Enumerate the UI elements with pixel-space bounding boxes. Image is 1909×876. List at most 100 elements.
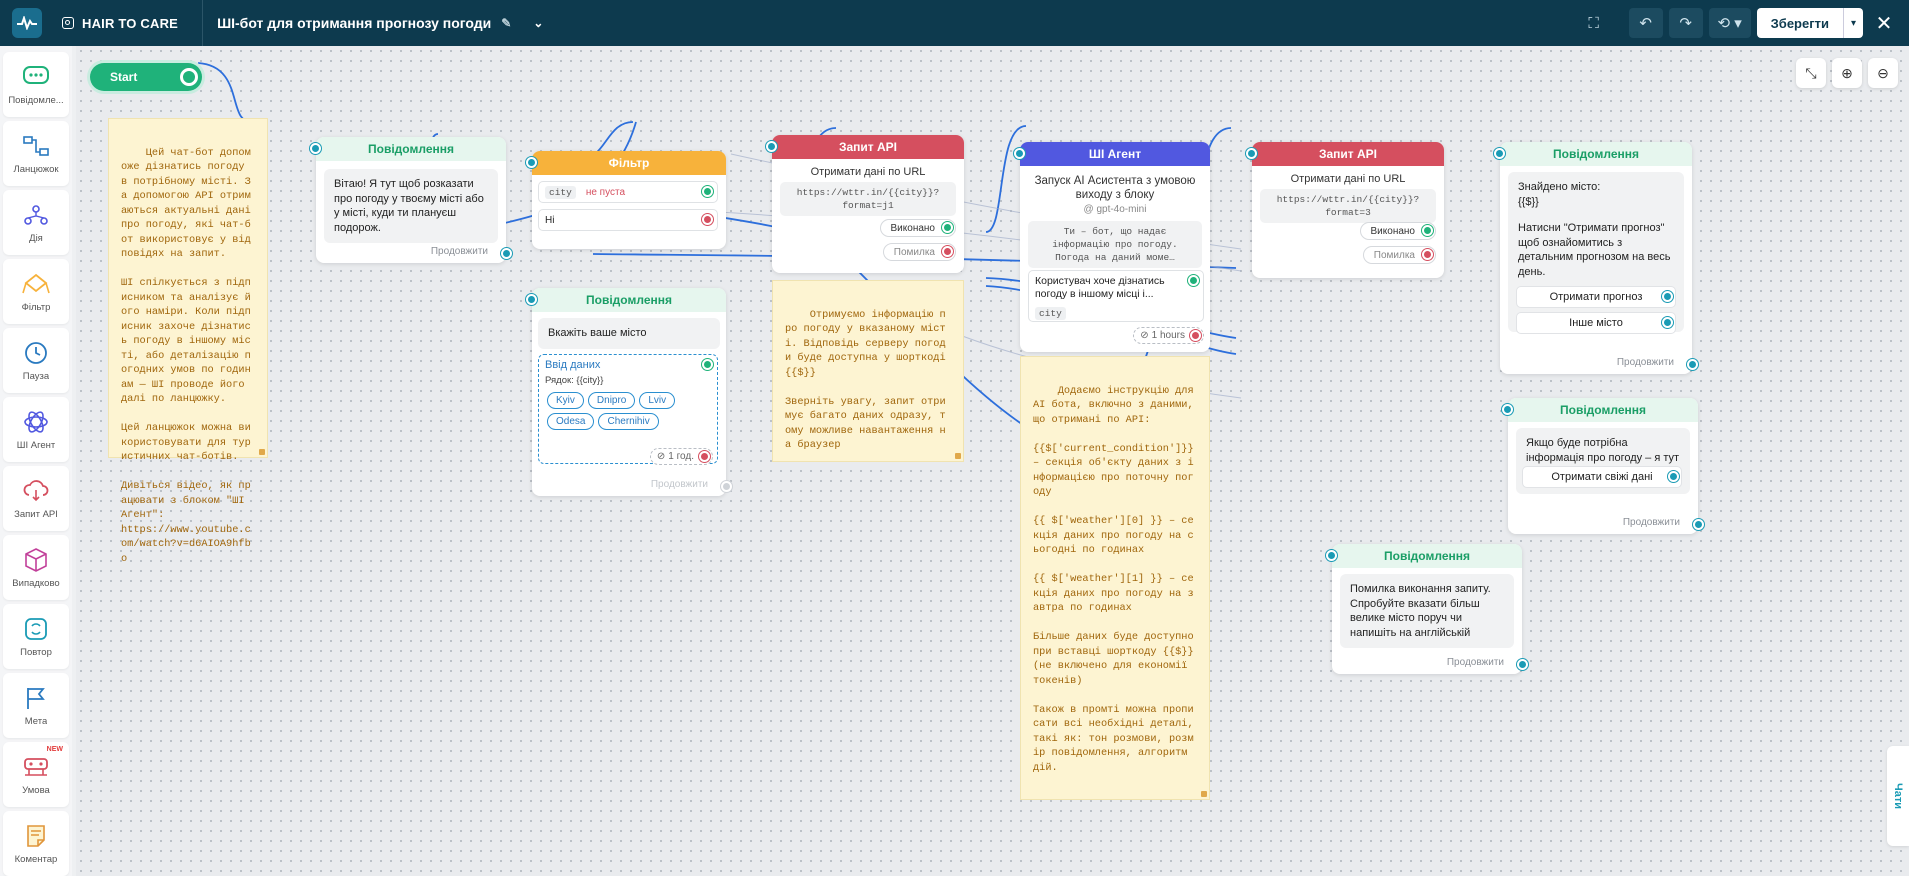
input-port[interactable]: [1014, 148, 1025, 159]
input-port[interactable]: [1246, 148, 1257, 159]
chevron-down-icon[interactable]: ⌄: [533, 16, 544, 30]
sidebar-item-filter[interactable]: Фільтр: [3, 259, 69, 324]
edit-pencil-icon[interactable]: ✎: [501, 16, 512, 30]
input-timeout[interactable]: ⊘ 1 год.: [649, 448, 713, 465]
timeout-value: 1 год.: [668, 451, 694, 462]
note-text: Отримуємо інформацію про погоду у вказан…: [785, 308, 946, 452]
button-port[interactable]: [1668, 471, 1679, 482]
sidebar-item-pause[interactable]: Пауза: [3, 328, 69, 393]
input-port[interactable]: [766, 141, 777, 152]
sidebar-item-repeat[interactable]: Повтор: [3, 604, 69, 669]
sidebar-item-comment[interactable]: Коментар: [3, 811, 69, 876]
button-refresh-data[interactable]: Отримати свіжі дані: [1522, 466, 1682, 488]
note-resize-handle[interactable]: [1201, 791, 1207, 797]
sidebar-item-action[interactable]: Дія: [3, 190, 69, 255]
message-node-city-found[interactable]: Повідомлення Знайдено місто: {{$}} Натис…: [1494, 142, 1698, 374]
sidebar-item-random[interactable]: Випадково: [3, 535, 69, 600]
chip-kyiv[interactable]: Kyiv: [547, 392, 584, 409]
note-resize-handle[interactable]: [955, 453, 961, 459]
message-node-greeting[interactable]: Повідомлення Вітаю! Я тут щоб розказати …: [310, 137, 512, 263]
continue-port[interactable]: [1517, 659, 1528, 670]
timeout-port[interactable]: [699, 451, 710, 462]
chip-dnipro[interactable]: Dnipro: [587, 392, 636, 409]
input-port[interactable]: [1326, 550, 1337, 561]
input-port[interactable]: [526, 157, 537, 168]
zoom-in-icon[interactable]: ⊕: [1832, 58, 1862, 88]
close-icon[interactable]: ✕: [1875, 12, 1893, 35]
api-request-node-city[interactable]: Запит API Отримати дані по URL https://w…: [1246, 142, 1444, 278]
sidebar-item-message[interactable]: Повідомле...: [3, 52, 69, 117]
input-success-port[interactable]: [702, 359, 713, 370]
map-icon[interactable]: ⛶: [1588, 14, 1599, 32]
timeout-clock-icon: ⊘: [656, 451, 666, 462]
sidebar-item-chain[interactable]: Ланцюжок: [3, 121, 69, 186]
continue-port[interactable]: [501, 248, 512, 259]
ai-agent-node[interactable]: ШІ Агент Запуск AI Асистента з умовою ви…: [1014, 142, 1210, 352]
message-node-error[interactable]: Повідомлення Помилка виконання запиту. С…: [1326, 544, 1528, 674]
sidebar-item-api-request[interactable]: Запит API: [3, 466, 69, 531]
message-node-ask-city[interactable]: Повідомлення Вкажіть ваше місто Ввід дан…: [526, 288, 732, 496]
wire-start-to-msg1: [197, 62, 254, 122]
comment-note-api[interactable]: Отримуємо інформацію про погоду у вказан…: [772, 280, 964, 462]
filter-condition[interactable]: city не пуста: [538, 181, 718, 203]
continue-port[interactable]: [1693, 519, 1704, 530]
error-port[interactable]: [1422, 249, 1433, 260]
start-node[interactable]: Start: [90, 63, 202, 91]
sidebar-item-ai-agent[interactable]: ШІ Агент: [3, 397, 69, 462]
chats-tab[interactable]: Чати: [1887, 746, 1909, 846]
save-options-chevron-icon[interactable]: ▾: [1843, 8, 1863, 38]
sidebar-item-condition[interactable]: NEW Умова: [3, 742, 69, 807]
sidebar-item-label: ШІ Агент: [16, 440, 56, 451]
button-get-forecast[interactable]: Отримати прогноз: [1516, 286, 1676, 308]
input-block-title: Ввід даних: [545, 359, 601, 371]
condition-true-port[interactable]: [702, 186, 713, 197]
comment-note-ai-instructions[interactable]: Додаємо інструкцію для АІ бота, включно …: [1020, 356, 1210, 800]
history-icon[interactable]: ⟲ ▾: [1708, 8, 1751, 38]
api-error-output[interactable]: Помилка: [1362, 246, 1436, 264]
message-line-2: {{$}}: [1518, 195, 1539, 208]
note-resize-handle[interactable]: [259, 449, 265, 455]
message-text: Натисни "Отримати прогноз" щоб ознайомит…: [1518, 222, 1671, 278]
success-port[interactable]: [942, 222, 953, 233]
button-port[interactable]: [1662, 291, 1673, 302]
success-port[interactable]: [1422, 225, 1433, 236]
app-logo-icon[interactable]: [12, 8, 42, 38]
filter-else[interactable]: Ні: [538, 209, 718, 231]
node-title: Запит API: [772, 135, 964, 159]
undo-icon[interactable]: ↶: [1628, 8, 1663, 38]
chip-odesa[interactable]: Odesa: [547, 413, 595, 430]
continue-port[interactable]: [721, 481, 732, 492]
sidebar-item-goal[interactable]: Мета: [3, 673, 69, 738]
chip-chernihiv[interactable]: Chernihiv: [598, 413, 659, 430]
input-port[interactable]: [310, 143, 321, 154]
auto-layout-icon[interactable]: ⤡: [1796, 58, 1826, 88]
button-other-city[interactable]: Інше місто: [1516, 312, 1676, 334]
error-port[interactable]: [942, 246, 953, 257]
timeout-port[interactable]: [1190, 330, 1201, 341]
exit-port[interactable]: [1188, 275, 1199, 286]
api-success-output[interactable]: Виконано: [1359, 222, 1436, 240]
redo-icon[interactable]: ↷: [1668, 8, 1703, 38]
save-button[interactable]: Зберегти: [1756, 8, 1843, 38]
message-node-standby[interactable]: Повідомлення Якщо буде потрібна інформац…: [1502, 398, 1704, 534]
api-request-node-forecast[interactable]: Запит API Отримати дані по URL https://w…: [766, 135, 964, 273]
ai-exit-condition[interactable]: Користувач хоче дізнатись погоду в іншом…: [1028, 270, 1204, 322]
zoom-out-icon[interactable]: ⊖: [1868, 58, 1898, 88]
condition-false-port[interactable]: [702, 214, 713, 225]
ai-icon: [22, 408, 50, 436]
chip-lviv[interactable]: Lviv: [639, 392, 676, 409]
flow-canvas[interactable]: ⤡ ⊕ ⊖ Чати Start Цей чат-бот допоможе ді…: [76, 46, 1909, 876]
input-port[interactable]: [1494, 148, 1505, 159]
api-error-output[interactable]: Помилка: [882, 243, 956, 261]
input-port[interactable]: [1502, 404, 1513, 415]
ai-timeout[interactable]: ⊘ 1 hours: [1133, 327, 1204, 344]
comment-note-intro[interactable]: Цей чат-бот допоможе дізнатись погоду в …: [108, 118, 268, 565]
brand[interactable]: HAIR TO CARE: [62, 16, 178, 31]
start-output-port[interactable]: [180, 68, 198, 86]
continue-port[interactable]: [1687, 359, 1698, 370]
button-port[interactable]: [1662, 317, 1673, 328]
input-port[interactable]: [526, 294, 537, 305]
filter-node[interactable]: Фільтр city не пуста Ні: [526, 151, 726, 249]
api-success-output[interactable]: Виконано: [879, 219, 956, 237]
